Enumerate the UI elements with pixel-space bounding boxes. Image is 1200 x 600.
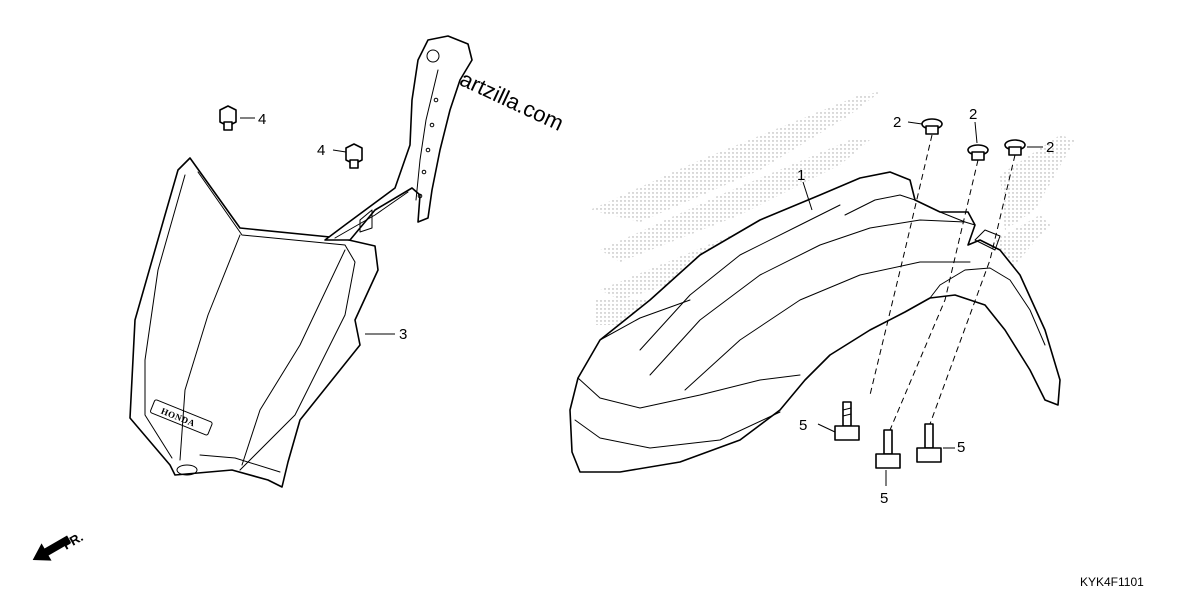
callout-2-right: 2 xyxy=(1046,139,1054,156)
callout-5-left: 5 xyxy=(799,417,807,434)
callout-2-middle: 2 xyxy=(969,106,977,123)
callout-4-lower: 4 xyxy=(317,142,325,159)
leader-lines xyxy=(240,117,1043,486)
screw-4-lower-part xyxy=(345,143,363,169)
screw-4-upper-part xyxy=(219,105,237,131)
callout-1: 1 xyxy=(797,167,805,184)
bolt-5-left-part xyxy=(834,401,860,441)
front-arrow-icon xyxy=(32,535,72,561)
callout-5-middle: 5 xyxy=(880,490,888,507)
bolt-5-middle-part xyxy=(875,429,901,469)
callout-5-right: 5 xyxy=(957,439,965,456)
callout-2-left: 2 xyxy=(893,114,901,131)
clip-2-middle-part xyxy=(967,144,989,161)
callout-4-upper: 4 xyxy=(258,111,266,128)
front-direction-label: FR. xyxy=(60,529,86,552)
number-plate-part: HONDA xyxy=(129,35,473,488)
clip-2-right-part xyxy=(1004,139,1026,156)
front-fender-part xyxy=(569,171,1061,473)
bolt-5-right-part xyxy=(916,423,942,463)
front-direction-indicator: FR. xyxy=(32,529,86,561)
callout-3: 3 xyxy=(399,326,407,343)
assembly-lines xyxy=(869,134,1016,431)
clip-2-left-part xyxy=(921,118,943,135)
callouts: 1 2 2 2 3 4 4 5 5 5 xyxy=(258,106,1054,507)
diagram-code: KYK4F1101 xyxy=(1080,575,1144,589)
